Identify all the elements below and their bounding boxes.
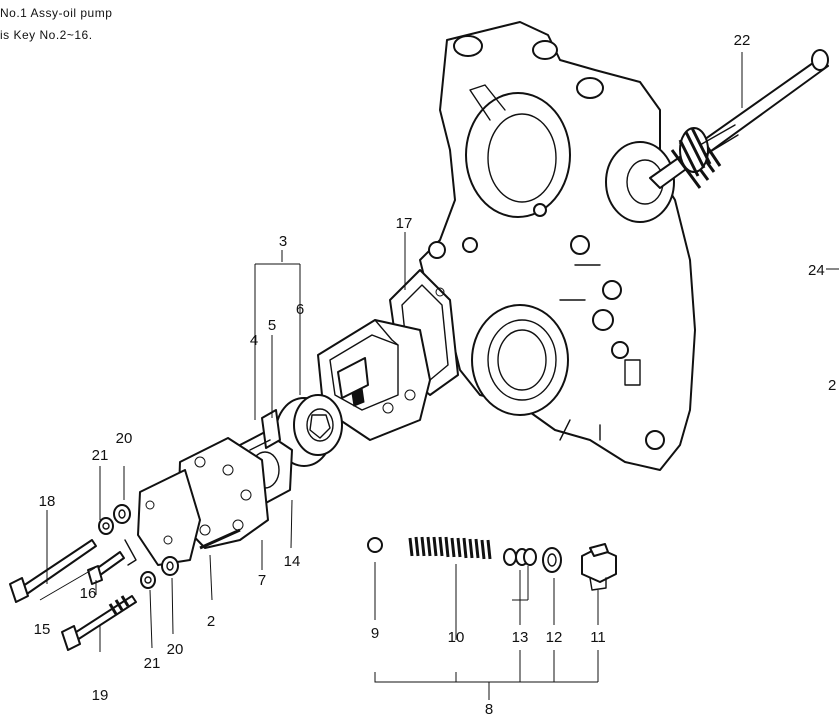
callout-8: 8 (485, 701, 493, 718)
callout-13: 13 (512, 629, 529, 646)
callout-5: 5 (268, 317, 276, 334)
callout-16: 16 (80, 585, 97, 602)
diagram-note-line-2: is Key No.2~16. (0, 28, 93, 42)
callout-10: 10 (448, 629, 465, 646)
callout-21-top: 21 (92, 447, 109, 464)
callout-18: 18 (39, 493, 56, 510)
callout-24: 24 (808, 262, 825, 279)
callout-7: 7 (258, 572, 266, 589)
callout-4: 4 (250, 332, 258, 349)
relief-valve-parts (367, 536, 617, 591)
callout-15: 15 (34, 621, 51, 638)
callout-11: 11 (590, 629, 606, 646)
front-cover-housing (419, 21, 696, 471)
callout-22: 22 (734, 32, 751, 49)
callout-labels: 22 17 3 5 4 6 21 20 18 16 15 19 21 20 2 … (34, 32, 837, 718)
callout-3: 3 (279, 233, 287, 250)
callout-20-bottom: 20 (167, 641, 184, 658)
callout-2: 2 (207, 613, 215, 630)
washers (98, 504, 179, 589)
callout-2-edge: 2 (828, 377, 836, 394)
pump-drive-shaft-22 (649, 49, 829, 189)
bolts (9, 539, 137, 651)
callout-14: 14 (284, 553, 301, 570)
callout-17: 17 (396, 215, 413, 232)
callout-12: 12 (546, 629, 563, 646)
callout-20-top: 20 (116, 430, 133, 447)
oil-pump-body (317, 319, 431, 441)
callout-19: 19 (92, 687, 109, 704)
diagram-note-line-1: No.1 Assy-oil pump (0, 6, 113, 20)
callout-9: 9 (371, 625, 379, 642)
callout-6: 6 (296, 301, 304, 318)
leader-lines (39, 52, 839, 700)
callout-21-bottom: 21 (144, 655, 161, 672)
pump-cover-2 (137, 437, 269, 566)
